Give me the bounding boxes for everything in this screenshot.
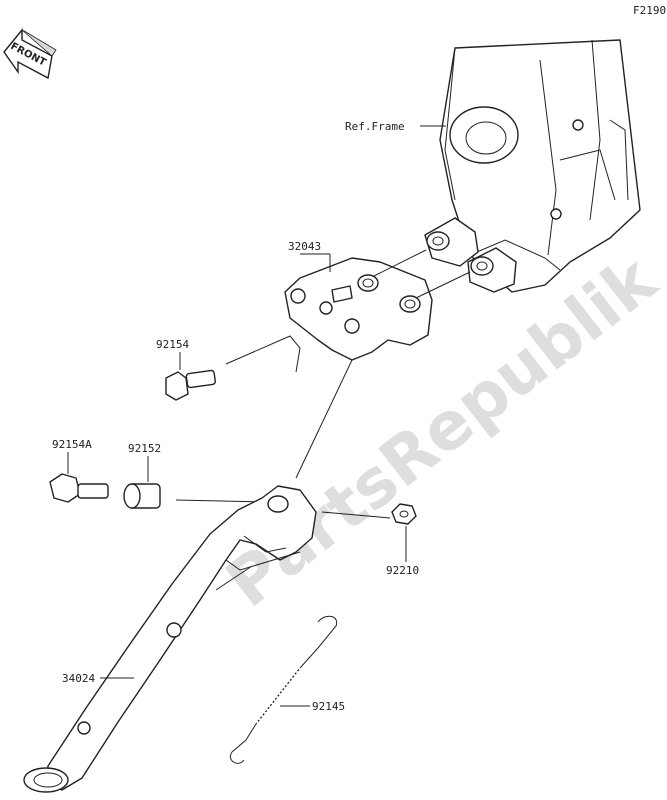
- label-bracket: 32043: [288, 240, 321, 253]
- label-spring: 92145: [312, 700, 345, 713]
- nut-part: [391, 503, 417, 525]
- front-arrow-icon: [3, 28, 57, 80]
- guide-stand: [295, 359, 353, 479]
- frame-part: [424, 39, 641, 293]
- guide-collar: [175, 499, 269, 503]
- guide-nut: [321, 511, 391, 519]
- label-collar: 92152: [128, 442, 161, 455]
- label-bolt: 92154: [156, 338, 189, 351]
- label-ref-frame: Ref.Frame: [345, 120, 405, 133]
- collar-part: [123, 483, 161, 509]
- spring-part: [230, 615, 338, 764]
- label-stand: 34024: [62, 672, 95, 685]
- figure-code: F2190: [633, 4, 666, 17]
- bolt-a-part: [49, 473, 109, 503]
- bolt-part: [165, 369, 216, 401]
- bracket-part: [284, 257, 433, 361]
- label-bolt-a: 92154A: [52, 438, 92, 451]
- leader-bolt: [225, 335, 301, 373]
- guide-lower: [415, 271, 471, 299]
- label-nut: 92210: [386, 564, 419, 577]
- watermark-text: PartsRepublik: [212, 240, 667, 623]
- guide-upper: [373, 249, 427, 277]
- side-stand-part: [23, 485, 317, 793]
